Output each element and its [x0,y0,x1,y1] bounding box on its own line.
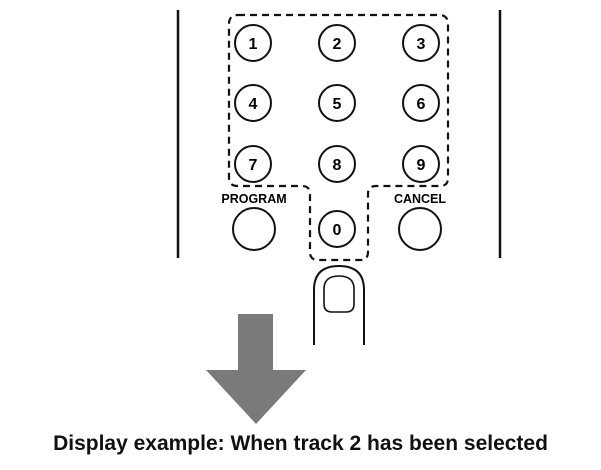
program-label: PROGRAM [221,192,286,206]
svg-text:4: 4 [249,96,258,113]
svg-text:0: 0 [333,222,342,239]
svg-text:1: 1 [249,36,258,53]
keypad-highlight-outline [227,13,450,262]
key-5-button[interactable]: 5 [318,84,356,122]
svg-text:7: 7 [249,157,258,174]
key-7-button[interactable]: 7 [234,145,272,183]
cancel-label: CANCEL [394,192,446,206]
svg-text:8: 8 [333,157,342,174]
svg-text:6: 6 [417,96,426,113]
svg-text:5: 5 [333,96,342,113]
key-4-button[interactable]: 4 [234,84,272,122]
display-example-caption: Display example: When track 2 has been s… [53,432,548,455]
svg-text:3: 3 [417,36,426,53]
key-1-button[interactable]: 1 [234,24,272,62]
finger-icon [313,264,365,345]
key-0-button[interactable]: 0 [318,210,356,248]
program-button[interactable] [232,207,276,251]
arrow-down-icon [206,314,306,424]
key-3-button[interactable]: 3 [402,24,440,62]
remote-control-diagram: 1 2 3 4 5 6 7 8 9 0 PROGRAM CANCEL [176,10,502,424]
key-6-button[interactable]: 6 [402,84,440,122]
key-9-button[interactable]: 9 [402,145,440,183]
key-8-button[interactable]: 8 [318,145,356,183]
key-2-button[interactable]: 2 [318,24,356,62]
cancel-button[interactable] [398,207,442,251]
svg-text:9: 9 [417,157,426,174]
svg-text:2: 2 [333,36,342,53]
